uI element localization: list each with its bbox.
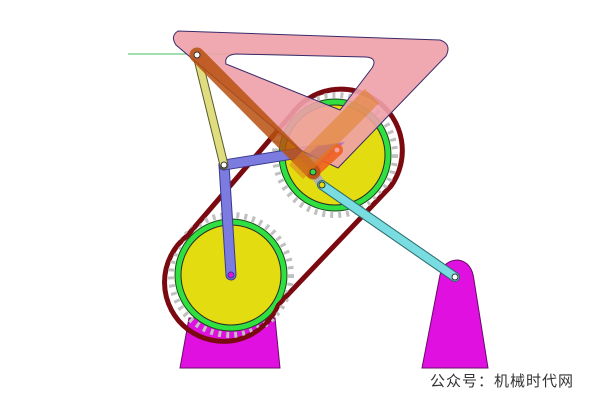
yellow-link: [192, 50, 229, 170]
drive-bar: [189, 47, 380, 180]
cyan-link: [317, 180, 460, 282]
triangle-frame: [172, 30, 449, 169]
chain-belt-front: [162, 87, 405, 344]
watermark: 公众号：机械时代网: [430, 372, 575, 390]
